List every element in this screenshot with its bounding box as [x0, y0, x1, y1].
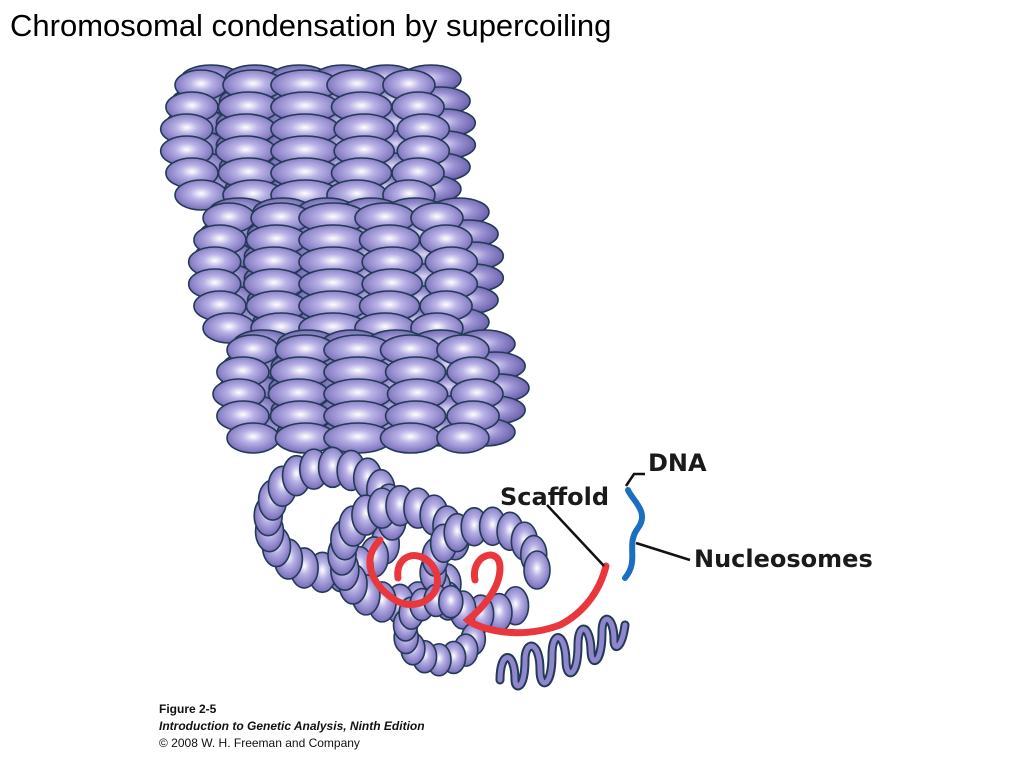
- figure-number: Figure 2-5: [159, 702, 217, 716]
- nucleosome: [523, 550, 551, 590]
- figure-caption: Figure 2-5 Introduction to Genetic Analy…: [159, 701, 425, 752]
- scaffold-strand-2: [462, 551, 610, 637]
- dna-strand: [622, 487, 646, 581]
- nucleosome: [226, 422, 280, 454]
- scaffold-leader-line: [546, 504, 605, 567]
- nucleosome: [438, 584, 464, 619]
- copyright-line: © 2008 W. H. Freeman and Company: [159, 736, 360, 750]
- scaffold-label: Scaffold: [500, 483, 609, 511]
- solenoid-block-lower: [212, 329, 530, 454]
- book-title: Introduction to Genetic Analysis, Ninth …: [159, 719, 425, 733]
- nucleosome-fiber-fill: [497, 616, 628, 689]
- coiled-chromatin-loops: [253, 446, 551, 677]
- nucleosome: [436, 422, 490, 454]
- scaffold-strand: [366, 536, 441, 609]
- dna-label: DNA: [648, 449, 707, 477]
- dna-leader-line: [624, 472, 645, 487]
- slide-title: Chromosomal condensation by supercoiling: [10, 8, 612, 43]
- nucleosomes-leader-line: [635, 541, 691, 562]
- nucleosomes-label: Nucleosomes: [694, 545, 873, 573]
- solenoid-block-top: [159, 64, 477, 211]
- nucleosome: [379, 422, 442, 454]
- solenoid-block-middle: [187, 197, 505, 344]
